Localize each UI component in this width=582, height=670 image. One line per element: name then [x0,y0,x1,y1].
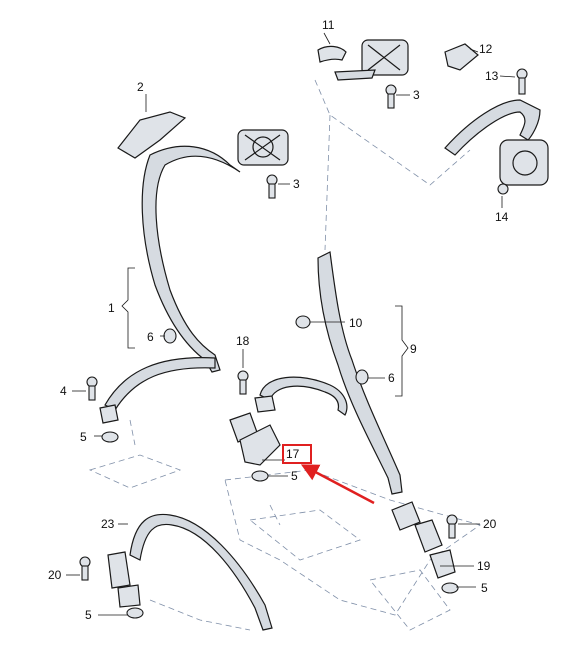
label-part-14: 14 [495,210,509,224]
label-part-10: 10 [349,316,363,330]
highlight-box-17 [282,444,312,464]
label-part-17: 17 [286,447,300,461]
label-part-13: 13 [485,69,499,83]
retractor-right [499,139,549,186]
label-part-3-center: 3 [413,88,420,102]
label-part-9: 9 [410,342,417,356]
label-part-1: 1 [108,301,115,315]
seat-belt-1 [141,145,241,373]
label-part-4: 4 [60,384,67,398]
buckle-part-19 [391,501,456,579]
highlight-arrow [300,464,375,505]
label-part-6-left: 6 [147,330,154,344]
buckle-part-17 [229,412,281,466]
label-part-5-bottom: 5 [85,608,92,622]
label-part-5-center: 5 [291,469,298,483]
seat-belt-9 [317,251,403,495]
label-part-18: 18 [236,334,250,348]
label-part-2: 2 [137,80,144,94]
seat-belt-23 [129,513,273,631]
label-part-5-left: 5 [80,430,87,444]
label-part-12: 12 [479,42,493,56]
cover-part-2 [117,111,187,159]
retractor-left [237,129,289,166]
leader-lines [66,32,516,616]
buckle-part-20-left [107,551,141,608]
lap-belt-left [99,357,216,424]
label-part-3-left: 3 [293,177,300,191]
label-part-23: 23 [101,517,115,531]
label-part-19: 19 [477,559,491,573]
lap-belt-center [254,376,348,416]
label-part-11: 11 [322,18,335,32]
label-part-20-left: 20 [48,568,62,582]
label-part-6-right: 6 [388,371,395,385]
guide-part-12 [444,43,479,71]
label-part-5-right: 5 [481,581,488,595]
belt-right-upper [444,99,541,156]
retractor-center [317,39,409,81]
label-part-20-right: 20 [483,517,497,531]
fasteners [79,68,528,619]
body-outline-dashed [88,79,481,631]
